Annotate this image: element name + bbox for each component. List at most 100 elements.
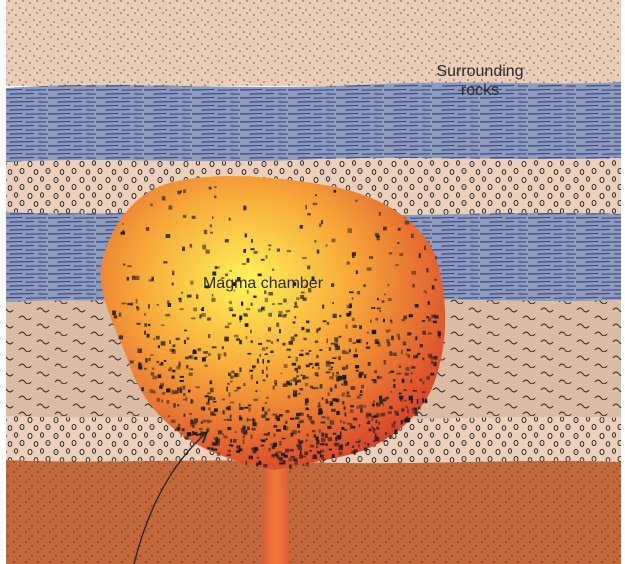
- crystal: [326, 362, 331, 367]
- crystal: [303, 298, 307, 301]
- crystal: [209, 381, 212, 385]
- crystal: [191, 318, 196, 320]
- crystal: [286, 410, 290, 413]
- crystal: [297, 413, 301, 415]
- crystal: [353, 325, 357, 328]
- crystal: [285, 427, 288, 431]
- crystal: [138, 362, 141, 366]
- crystal: [161, 362, 164, 366]
- crystal: [320, 384, 323, 388]
- crystal: [266, 255, 268, 258]
- crystal: [375, 437, 379, 442]
- crystal: [193, 350, 197, 354]
- crystal: [168, 303, 172, 307]
- crystal: [172, 283, 174, 286]
- crystal: [335, 385, 337, 389]
- crystal: [397, 373, 402, 375]
- crystal: [346, 395, 350, 397]
- crystal: [201, 313, 205, 317]
- crystal: [399, 365, 402, 368]
- crystal: [270, 351, 273, 353]
- crystal: [301, 374, 303, 376]
- crystal: [213, 397, 215, 400]
- crystal: [282, 343, 285, 346]
- crystal: [423, 381, 425, 385]
- crystal: [405, 221, 410, 225]
- crystal: [225, 239, 229, 242]
- crystal: [349, 311, 351, 315]
- crystal: [334, 190, 337, 193]
- crystal: [218, 354, 222, 357]
- crystal: [151, 277, 154, 281]
- crystal: [318, 402, 320, 407]
- crystal: [422, 398, 424, 402]
- crystal: [333, 433, 337, 435]
- crystal: [389, 351, 392, 356]
- crystal: [199, 428, 202, 430]
- crystal: [347, 262, 350, 265]
- crystal: [376, 427, 379, 430]
- crystal: [412, 411, 415, 413]
- crystal: [278, 303, 282, 305]
- crystal: [249, 456, 254, 460]
- crystal: [222, 346, 224, 349]
- crystal: [242, 263, 246, 265]
- crystal: [415, 304, 419, 307]
- crystal: [160, 383, 164, 386]
- crystal: [415, 336, 417, 340]
- crystal: [121, 232, 125, 235]
- crystal: [407, 349, 411, 351]
- crystal: [127, 277, 129, 281]
- crystal: [331, 367, 333, 369]
- crystal: [145, 358, 147, 363]
- crystal: [377, 239, 380, 241]
- crystal: [397, 334, 400, 338]
- crystal: [135, 276, 140, 280]
- crystal: [377, 376, 380, 379]
- crystal: [266, 438, 268, 440]
- crystal: [225, 326, 229, 329]
- crystal: [148, 324, 150, 326]
- surrounding-rocks-line2: rocks: [410, 81, 550, 100]
- crystal: [190, 420, 193, 424]
- crystal: [310, 386, 313, 388]
- crystal: [210, 412, 214, 416]
- crystal: [278, 315, 282, 317]
- crystal: [321, 220, 323, 224]
- crystal: [184, 340, 186, 344]
- crystal: [340, 420, 342, 422]
- crystal: [239, 417, 242, 420]
- crystal: [283, 383, 288, 387]
- crystal: [335, 437, 337, 441]
- crystal: [406, 367, 410, 371]
- crystal: [390, 391, 392, 393]
- crystal: [432, 285, 435, 289]
- crystal: [279, 441, 281, 446]
- crystal: [359, 405, 363, 409]
- crystal: [399, 253, 403, 256]
- crystal: [224, 337, 229, 342]
- crystal: [291, 337, 295, 342]
- crystal: [326, 244, 328, 246]
- crystal: [237, 387, 241, 389]
- surrounding-rocks-label: Surrounding rocks: [410, 62, 550, 100]
- crystal: [122, 223, 124, 225]
- crystal: [389, 435, 392, 439]
- crystal: [227, 427, 231, 430]
- crystal: [389, 406, 393, 409]
- crystal: [254, 399, 259, 401]
- crystal: [277, 339, 279, 342]
- crystal: [206, 250, 210, 254]
- crystal: [327, 338, 329, 343]
- crystal: [348, 228, 353, 233]
- crystal: [144, 323, 147, 327]
- crystal: [300, 350, 303, 352]
- crystal: [211, 448, 214, 451]
- crystal: [373, 431, 375, 433]
- crystal: [247, 258, 250, 263]
- crystal: [411, 366, 415, 369]
- crystal: [350, 409, 353, 413]
- crystal: [391, 321, 393, 323]
- crystal: [197, 348, 201, 351]
- crystal: [352, 252, 356, 256]
